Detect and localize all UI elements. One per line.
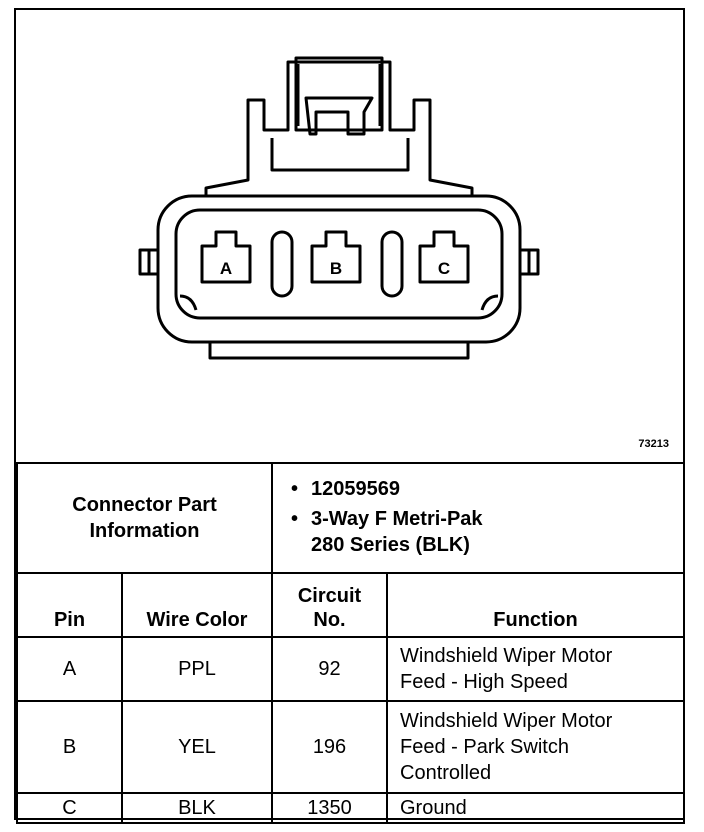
circuit-cell: 92 bbox=[271, 636, 388, 702]
pin-label-c: C bbox=[438, 259, 450, 278]
function-cell: Ground bbox=[386, 792, 685, 824]
function-cell: Windshield Wiper Motor Feed - High Speed bbox=[386, 636, 685, 702]
part-info-row: Connector Part Information 12059569 3-Wa… bbox=[16, 462, 685, 574]
col-header-wire-color: Wire Color bbox=[121, 572, 273, 638]
circuit-cell: 1350 bbox=[271, 792, 388, 824]
table-row: B YEL 196 Windshield Wiper Motor Feed - … bbox=[16, 700, 685, 794]
pin-cell: A bbox=[16, 636, 123, 702]
pinout-table: Connector Part Information 12059569 3-Wa… bbox=[16, 462, 685, 824]
col-header-function: Function bbox=[386, 572, 685, 638]
bottom-rail bbox=[208, 342, 470, 360]
pin-cell: B bbox=[16, 700, 123, 794]
pin-label-b: B bbox=[330, 259, 342, 278]
wire-color-cell: BLK bbox=[121, 792, 273, 824]
connector-cavity-frame bbox=[174, 208, 504, 320]
pin-cell: C bbox=[16, 792, 123, 824]
lock-slot bbox=[270, 138, 410, 172]
col-header-circuit: Circuit No. bbox=[271, 572, 388, 638]
lock-tab-frame bbox=[294, 56, 384, 132]
table-row: A PPL 92 Windshield Wiper Motor Feed - H… bbox=[16, 636, 685, 702]
header-row: Pin Wire Color Circuit No. Function bbox=[16, 572, 685, 638]
terminal-c bbox=[418, 230, 470, 284]
terminal-a bbox=[200, 230, 252, 284]
part-info-details: 12059569 3-Way F Metri-Pak 280 Series (B… bbox=[271, 462, 685, 574]
wire-color-cell: PPL bbox=[121, 636, 273, 702]
connector-sheet: A B C 73213 Connector Part Information 1… bbox=[14, 8, 685, 824]
figure-number: 73213 bbox=[638, 438, 669, 450]
col-header-pin: Pin bbox=[16, 572, 123, 638]
function-cell: Windshield Wiper Motor Feed - Park Switc… bbox=[386, 700, 685, 794]
circuit-cell: 196 bbox=[271, 700, 388, 794]
connector-face-drawing: A B C bbox=[138, 56, 540, 360]
separator-1 bbox=[270, 230, 294, 298]
part-info-label-line2: Information bbox=[89, 520, 200, 542]
lock-latch bbox=[304, 96, 374, 136]
table-row: C BLK 1350 Ground bbox=[16, 792, 685, 824]
part-info-label-line1: Connector Part bbox=[72, 494, 217, 516]
wire-color-cell: YEL bbox=[121, 700, 273, 794]
part-info-label: Connector Part Information bbox=[16, 462, 273, 574]
connector-type: 3-Way F Metri-Pak 280 Series (BLK) bbox=[291, 506, 683, 558]
pin-label-a: A bbox=[220, 259, 232, 278]
part-number: 12059569 bbox=[291, 476, 683, 502]
separator-2 bbox=[380, 230, 404, 298]
terminal-b bbox=[310, 230, 362, 284]
